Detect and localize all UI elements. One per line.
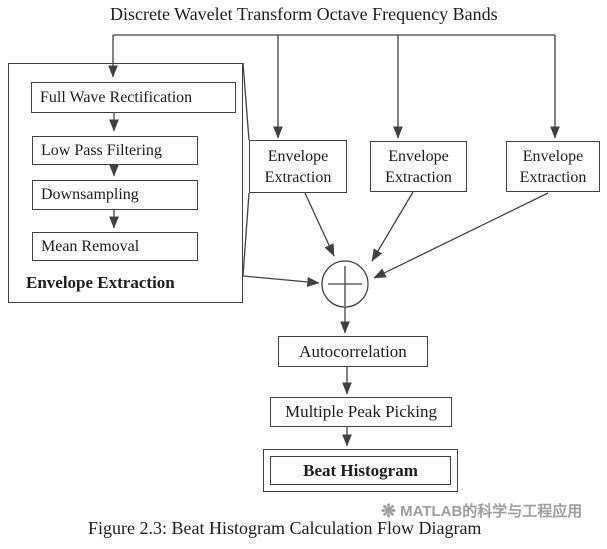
arrow-envelope3-to-sum (373, 192, 549, 279)
envelope-extraction-box-1: Envelope Extraction (249, 140, 347, 193)
watermark: ❋ MATLAB的科学与工程应用 (381, 500, 582, 521)
envelope-box-1-line2: Extraction (264, 168, 332, 186)
step-mean-removal: Mean Removal (32, 232, 198, 261)
arrow-envelope1-to-sum (304, 192, 335, 257)
autocorrelation-box: Autocorrelation (278, 336, 428, 367)
step-full-wave-rectification: Full Wave Rectification (31, 82, 236, 113)
arrow-envelope2-to-sum (371, 191, 414, 262)
envelope-box-2-line1: Envelope (388, 147, 449, 165)
envelope-box-3-line2: Extraction (519, 168, 587, 186)
envelope-detail-group-box: Full Wave Rectification Low Pass Filteri… (8, 63, 243, 303)
envelope-extraction-box-3: Envelope Extraction (506, 141, 600, 192)
envelope-box-2-line2: Extraction (385, 168, 452, 186)
beat-histogram-box: Beat Histogram (270, 456, 451, 485)
beat-histogram-outer-box: Beat Histogram (263, 449, 458, 492)
step-low-pass-filtering: Low Pass Filtering (32, 136, 198, 165)
envelope-box-3-line1: Envelope (522, 147, 584, 165)
figure-caption: Figure 2.3: Beat Histogram Calculation F… (88, 518, 482, 538)
envelope-box-1-line1: Envelope (267, 147, 329, 165)
diagram-title: Discrete Wavelet Transform Octave Freque… (110, 4, 498, 24)
step-downsampling: Downsampling (32, 180, 198, 210)
detail-callout-line-bottom (242, 192, 250, 277)
arrow-detail-to-sum (242, 275, 320, 287)
watermark-logo-icon: ❋ (381, 500, 397, 521)
detail-callout-line-top (242, 62, 250, 141)
summation-plus-icon (328, 266, 362, 306)
multiple-peak-picking-box: Multiple Peak Picking (270, 397, 452, 427)
watermark-text: MATLAB的科学与工程应用 (400, 503, 583, 520)
envelope-extraction-box-2: Envelope Extraction (370, 141, 467, 192)
envelope-detail-label: Envelope Extraction (26, 273, 175, 292)
